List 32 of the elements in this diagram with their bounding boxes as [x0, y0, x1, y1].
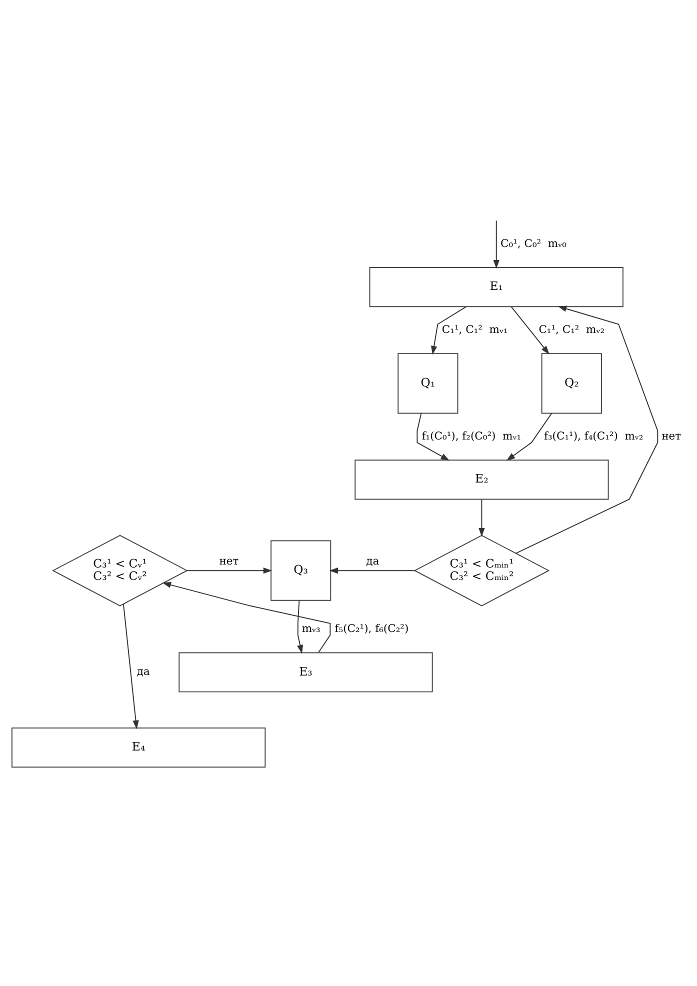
node-box: Q₂ [541, 352, 602, 414]
node-box: E₃ [178, 652, 433, 692]
edge-label: да [136, 664, 150, 678]
arrow [297, 600, 304, 654]
arrow [416, 412, 450, 460]
edge-label: нет [662, 428, 682, 442]
node-box: E₂ [354, 459, 609, 500]
arrow [510, 306, 550, 354]
edge-label: C₁¹, C₁² mᵥ₂ [538, 322, 605, 336]
node-diamond: C₃¹ < Cᵥ¹ C₃² < Cᵥ² [52, 534, 188, 606]
edge-label: C₀¹, C₀² mᵥ₀ [500, 236, 566, 250]
node-box: E₄ [11, 727, 266, 768]
arrow [478, 498, 485, 536]
arrow [515, 305, 658, 554]
edge-label: mᵥ₃ [302, 621, 320, 634]
edge-label: f₅(C₂¹), f₆(C₂²) [334, 621, 409, 634]
arrow [186, 567, 272, 574]
arrow [122, 603, 139, 729]
arrow [506, 412, 552, 460]
arrow [329, 567, 416, 574]
edge-label: C₁¹, C₁² mᵥ₁ [442, 322, 508, 336]
arrow [430, 306, 466, 354]
node-box: E₁ [369, 266, 624, 307]
arrow [493, 220, 500, 268]
edge-label: f₃(C₁¹), f₄(C₁²) mᵥ₂ [544, 428, 644, 442]
edge-label: да [366, 554, 380, 568]
edge-label: нет [219, 554, 239, 568]
edge-label: f₁(C₀¹), f₂(C₀²) mᵥ₁ [422, 428, 522, 442]
node-box: Q₁ [398, 352, 458, 414]
arrow [162, 581, 331, 652]
node-box: Q₃ [270, 540, 332, 600]
node-diamond: C₃¹ < Cₘᵢₙ¹ C₃² < Cₘᵢₙ² [414, 534, 550, 606]
